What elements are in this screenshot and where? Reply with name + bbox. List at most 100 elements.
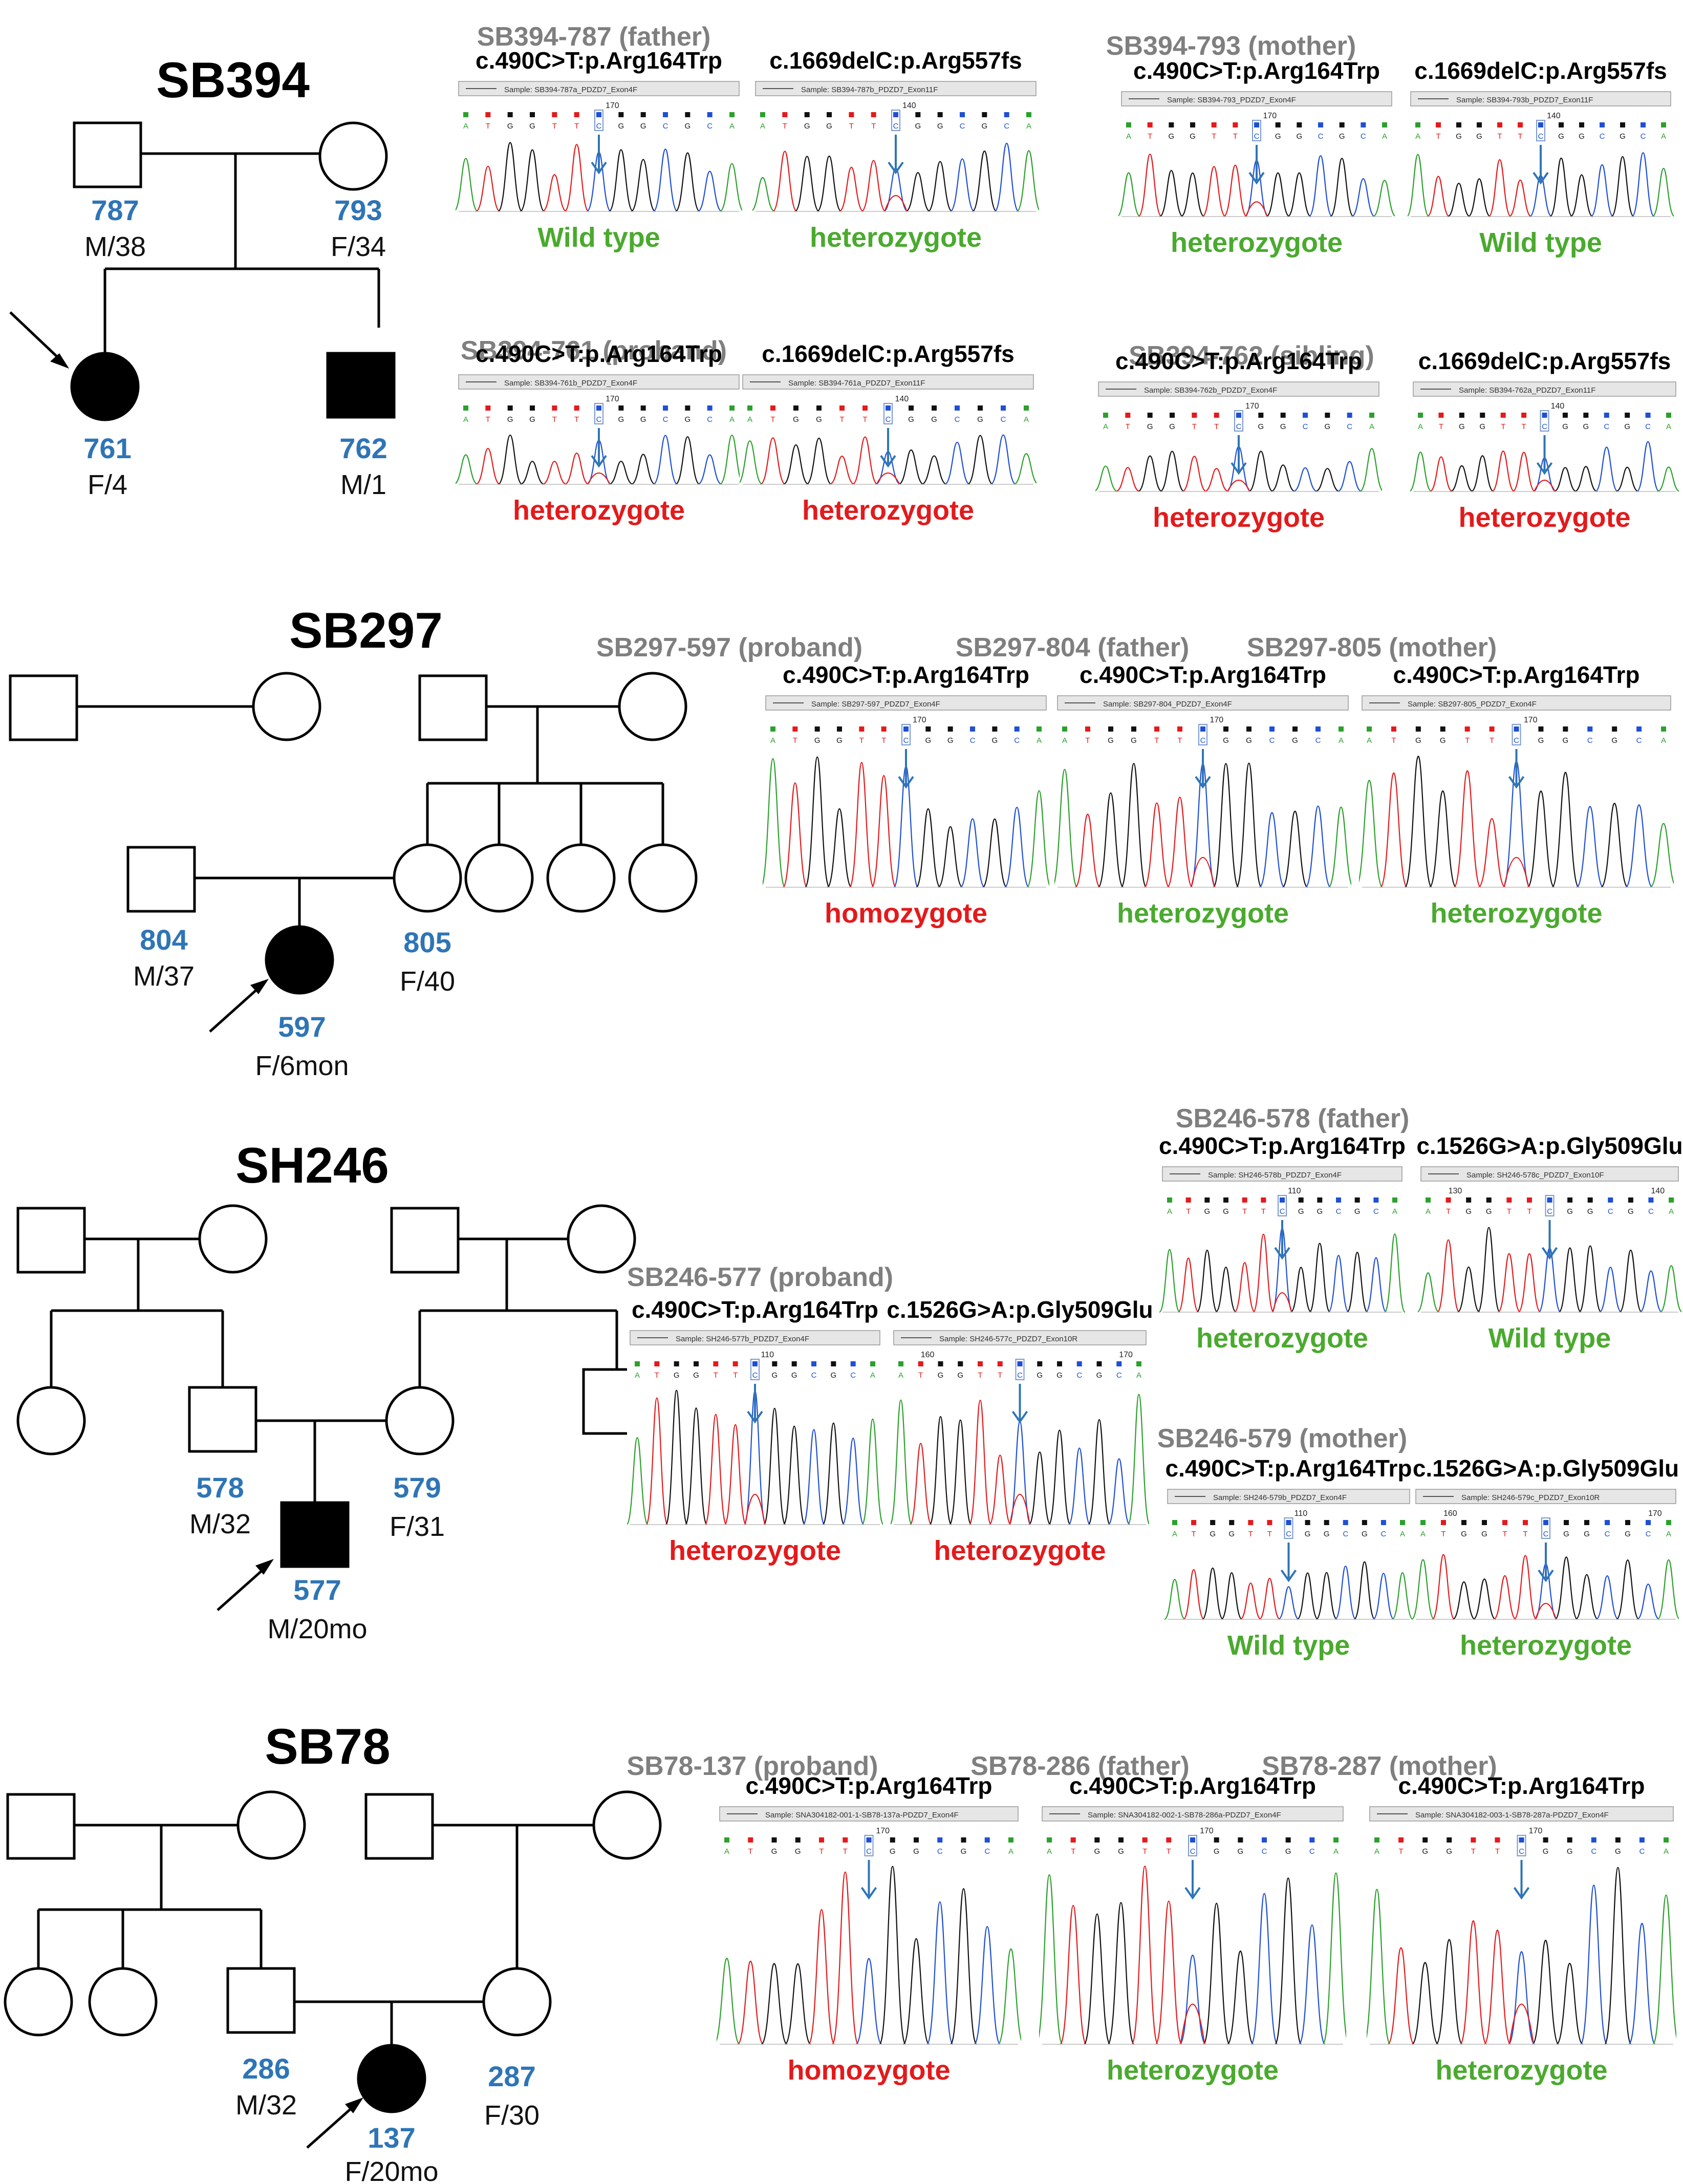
trace-peak bbox=[498, 142, 523, 212]
variant-label: c.490C>T:p.Arg164Trp bbox=[783, 661, 1029, 688]
trace-peak bbox=[1574, 466, 1598, 493]
trace-peak bbox=[625, 1437, 649, 1526]
trace-peak bbox=[631, 454, 656, 485]
genotype-result: heterozygote bbox=[1116, 898, 1289, 929]
base-call: G bbox=[1210, 1530, 1216, 1538]
trace-sample-label: Sample: SNA304182-003-1-SB78-287a-PDZD7_… bbox=[1415, 1811, 1609, 1819]
base-call: A bbox=[1418, 422, 1423, 431]
base-call: G bbox=[1317, 1207, 1323, 1216]
trace-peak bbox=[852, 436, 878, 485]
trace-peak bbox=[1553, 467, 1577, 493]
mutation-arrow-icon bbox=[880, 428, 896, 468]
base-call: A bbox=[1008, 1847, 1013, 1856]
trace-peak bbox=[1120, 763, 1147, 888]
trace-peak bbox=[1028, 1451, 1051, 1526]
trace-peak bbox=[1215, 1267, 1237, 1313]
base-call: G bbox=[640, 122, 646, 131]
trace-peak bbox=[1379, 772, 1408, 888]
mutation-arrow-icon bbox=[1274, 1220, 1290, 1260]
base-call: A bbox=[1661, 132, 1666, 141]
trace-peak bbox=[849, 762, 875, 888]
trace-peak bbox=[1652, 167, 1675, 218]
mutation-arrow-icon bbox=[1508, 749, 1525, 789]
trace-peak bbox=[1115, 467, 1140, 493]
base-call: G bbox=[791, 1371, 797, 1380]
trace-peak bbox=[713, 1958, 741, 2045]
mutation-arrow-icon bbox=[747, 1384, 763, 1424]
base-call: G bbox=[804, 122, 810, 131]
female-symbol bbox=[546, 843, 616, 913]
base-call: A bbox=[1374, 1847, 1379, 1856]
pedigree-sb297: SB297 bbox=[9, 602, 443, 741]
genotype-result: heterozygote bbox=[934, 1535, 1106, 1566]
chromatogram: Sample: SNA304182-003-1-SB78-287a-PDZD7_… bbox=[1363, 1806, 1680, 2045]
trace-peak bbox=[927, 161, 953, 212]
base-call: G bbox=[1446, 1847, 1452, 1856]
member-info: F/30 bbox=[484, 2100, 540, 2131]
base-call: G bbox=[1587, 1207, 1593, 1216]
trace-peak bbox=[1051, 768, 1078, 888]
trace-peak bbox=[784, 1963, 811, 2045]
base-call: G bbox=[991, 736, 998, 745]
base-call: T bbox=[1071, 1847, 1075, 1856]
trace-sample-label: Sample: SH246-577b_PDZD7_Exon4F bbox=[676, 1335, 809, 1343]
base-call: G bbox=[1624, 422, 1630, 431]
trace-peak bbox=[760, 758, 786, 888]
affected-male-symbol bbox=[280, 1501, 350, 1568]
base-call: C bbox=[850, 1371, 856, 1380]
position-tick: 170 bbox=[1245, 402, 1259, 411]
trace-peak bbox=[1137, 455, 1162, 493]
trace-peak bbox=[1457, 1266, 1480, 1313]
base-call: T bbox=[1441, 1530, 1445, 1538]
base-call: C bbox=[1646, 1530, 1651, 1538]
trace-peak bbox=[842, 1438, 865, 1526]
base-call: C bbox=[1076, 1371, 1082, 1380]
trace-peak bbox=[1074, 813, 1101, 888]
base-call: G bbox=[977, 415, 983, 424]
base-call: G bbox=[957, 1371, 963, 1380]
base-call: A bbox=[870, 1371, 875, 1380]
trace-sample-label: Sample: SH246-578c_PDZD7_Exon10F bbox=[1466, 1171, 1604, 1180]
member-id: 793 bbox=[334, 194, 382, 226]
trace-peak bbox=[1346, 1252, 1368, 1313]
base-call: G bbox=[1628, 1207, 1634, 1216]
trace-peak bbox=[938, 826, 963, 888]
base-call: A bbox=[1062, 736, 1067, 745]
trace-peak bbox=[772, 151, 797, 212]
base-call: C bbox=[1315, 736, 1321, 745]
trace-peak bbox=[988, 1454, 1012, 1526]
genotype-result: heterozygote bbox=[1170, 227, 1343, 258]
trace-peak bbox=[675, 152, 700, 212]
base-call: A bbox=[1666, 422, 1671, 431]
trace-peak bbox=[1575, 1574, 1599, 1620]
base-call: T bbox=[918, 1371, 923, 1380]
trace-peak bbox=[608, 149, 634, 212]
base-call: A bbox=[898, 1371, 903, 1380]
male-symbol bbox=[6, 1793, 76, 1860]
member-info: M/37 bbox=[133, 961, 195, 992]
base-call: C bbox=[984, 1847, 990, 1856]
base-call: C bbox=[937, 1847, 943, 1856]
trace-peak bbox=[1248, 451, 1274, 493]
trace-peak bbox=[1035, 1874, 1063, 2045]
genotype-result: homozygote bbox=[787, 2055, 951, 2086]
trace-peak bbox=[1507, 1951, 1536, 2045]
variant-label: c.1669delC:p.Arg557fs bbox=[1414, 57, 1667, 84]
trace-peak bbox=[974, 1926, 1001, 2045]
trace-sample-label: Sample: SB394-762a_PDZD7_Exon11F bbox=[1459, 386, 1595, 395]
trace-peak bbox=[1429, 790, 1457, 888]
base-call: A bbox=[729, 415, 735, 424]
base-call: C bbox=[596, 415, 602, 424]
trace-peak bbox=[839, 166, 864, 212]
male-symbol bbox=[390, 1207, 460, 1274]
position-tick: 140 bbox=[895, 395, 909, 403]
base-call: G bbox=[1147, 422, 1153, 431]
trace-peak bbox=[1088, 1419, 1111, 1526]
trace-peak bbox=[653, 148, 678, 212]
genotype-result: homozygote bbox=[825, 898, 987, 929]
